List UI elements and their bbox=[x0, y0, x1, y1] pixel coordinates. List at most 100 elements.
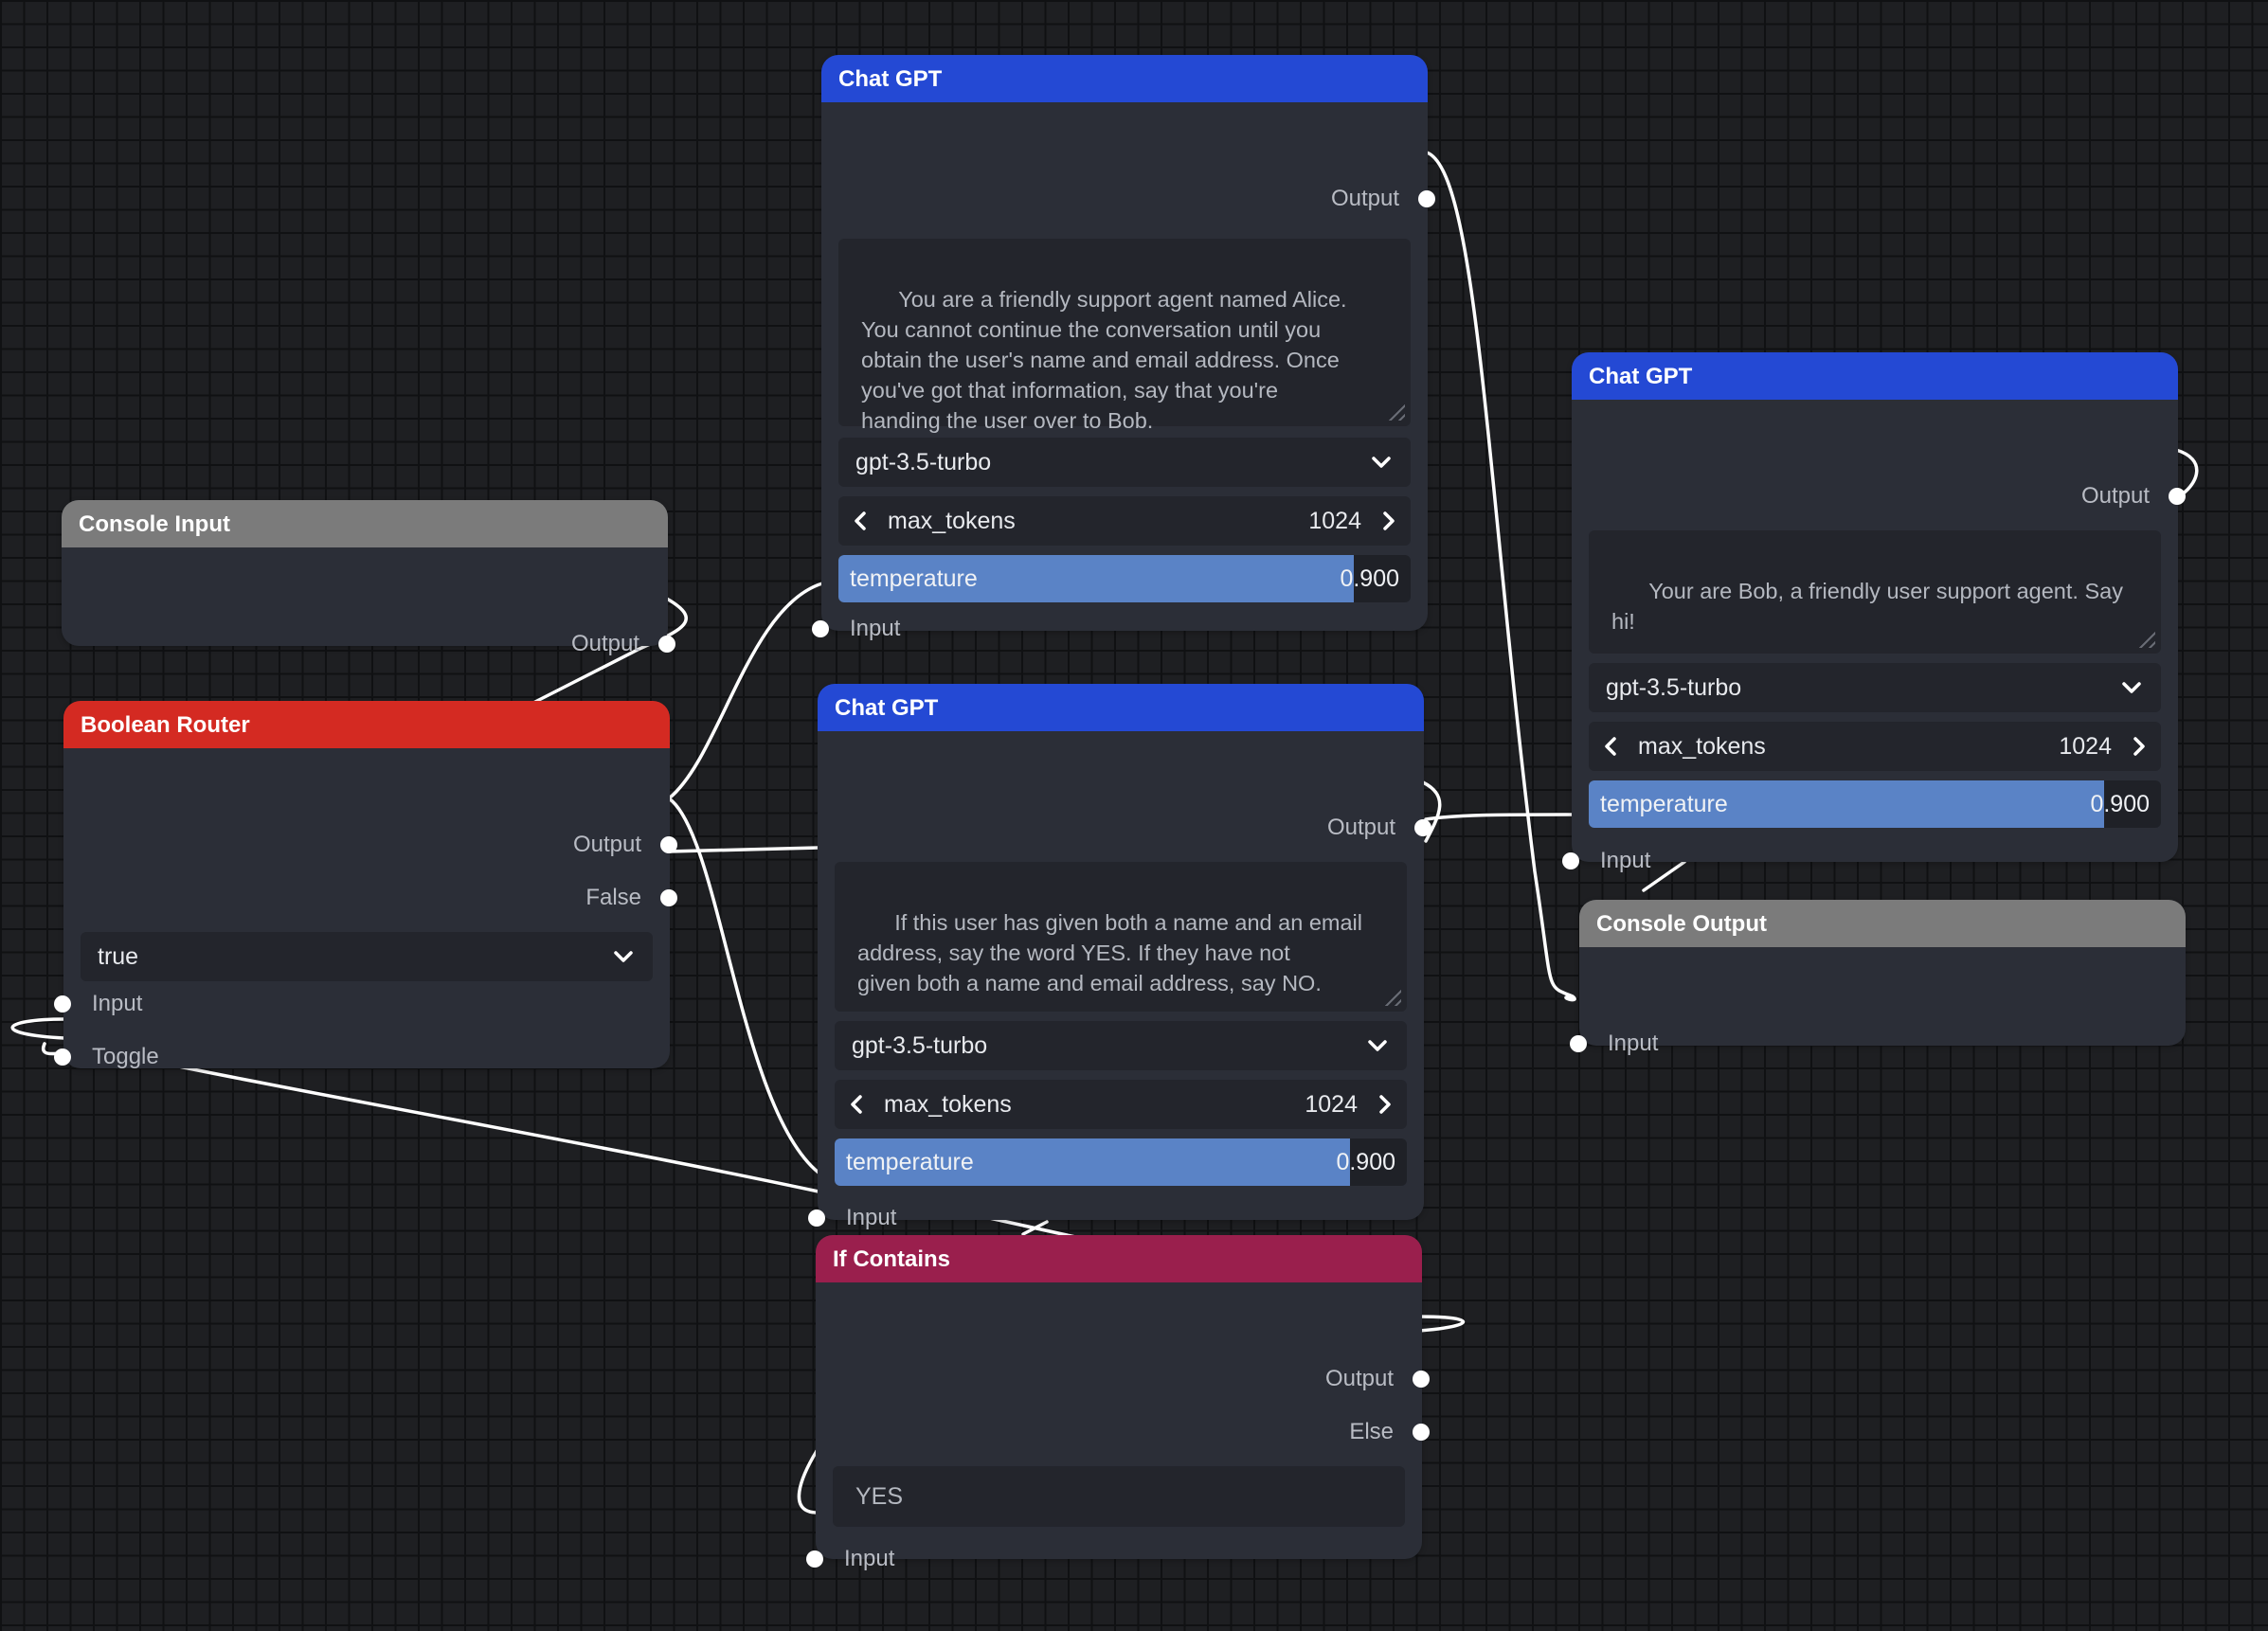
system-prompt-text: You are a friendly support agent named A… bbox=[861, 287, 1347, 433]
node-boolean-router[interactable]: Boolean Router Output False true Input T… bbox=[54, 701, 677, 1069]
wire-router-output-to-alice-input bbox=[667, 582, 824, 800]
output-port[interactable]: Output bbox=[1325, 1360, 1430, 1398]
input-port-label: Input bbox=[1608, 1031, 1659, 1056]
chevron-left-icon[interactable] bbox=[846, 1080, 867, 1146]
node-console-input[interactable]: Console Input Output bbox=[62, 500, 675, 656]
max-tokens-value: 1024 bbox=[1308, 508, 1361, 534]
toggle-port[interactable]: Toggle bbox=[54, 1038, 159, 1076]
max-tokens-stepper[interactable]: max_tokens 1024 bbox=[838, 496, 1411, 546]
input-port[interactable]: Input bbox=[806, 1540, 895, 1578]
chevron-down-icon bbox=[1371, 438, 1392, 504]
output-port-dot[interactable] bbox=[660, 836, 677, 853]
max-tokens-value: 1024 bbox=[1305, 1091, 1358, 1118]
node-header[interactable]: Chat GPT bbox=[1572, 352, 2178, 400]
model-select[interactable]: gpt-3.5-turbo bbox=[1589, 663, 2161, 712]
node-header[interactable]: Console Input bbox=[62, 500, 668, 547]
toggle-port-dot[interactable] bbox=[54, 1048, 71, 1066]
input-port-label: Input bbox=[844, 1546, 895, 1571]
resize-grip-icon[interactable] bbox=[1384, 400, 1405, 421]
resize-grip-icon[interactable] bbox=[1380, 985, 1401, 1006]
false-port-dot[interactable] bbox=[660, 889, 677, 906]
max-tokens-label: max_tokens bbox=[888, 508, 1016, 534]
temperature-value: 0.900 bbox=[1336, 1149, 1395, 1175]
input-port-label: Input bbox=[92, 991, 143, 1016]
temperature-slider[interactable]: temperature 0.900 bbox=[1589, 780, 2161, 828]
input-port[interactable]: Input bbox=[808, 1199, 897, 1237]
chevron-down-icon bbox=[2121, 663, 2142, 729]
temperature-slider[interactable]: temperature 0.900 bbox=[838, 555, 1411, 602]
system-prompt-textarea[interactable]: Your are Bob, a friendly user support ag… bbox=[1589, 530, 2161, 654]
toggle-port-label: Toggle bbox=[92, 1044, 159, 1069]
model-select-value: gpt-3.5-turbo bbox=[1606, 674, 1742, 701]
output-port-label: Output bbox=[1330, 186, 1399, 211]
output-port-dot[interactable] bbox=[658, 636, 675, 653]
output-port[interactable]: Output bbox=[2080, 477, 2186, 515]
input-port-dot[interactable] bbox=[54, 995, 71, 1013]
node-header[interactable]: Chat GPT bbox=[821, 55, 1428, 102]
output-port-dot[interactable] bbox=[1413, 1371, 1430, 1388]
chevron-left-icon[interactable] bbox=[1600, 722, 1621, 788]
max-tokens-stepper[interactable]: max_tokens 1024 bbox=[1589, 722, 2161, 771]
temperature-label: temperature bbox=[846, 1149, 974, 1175]
input-port-label: Input bbox=[846, 1205, 897, 1230]
output-port-dot[interactable] bbox=[1418, 190, 1435, 207]
temperature-slider[interactable]: temperature 0.900 bbox=[835, 1138, 1407, 1186]
input-port[interactable]: Input bbox=[812, 610, 900, 648]
model-select-value: gpt-3.5-turbo bbox=[855, 449, 992, 475]
input-port-dot[interactable] bbox=[1562, 852, 1579, 869]
else-port-dot[interactable] bbox=[1413, 1424, 1430, 1441]
match-text-value: YES bbox=[855, 1483, 904, 1510]
else-port[interactable]: Else bbox=[1349, 1413, 1430, 1451]
node-header[interactable]: If Contains bbox=[816, 1235, 1422, 1282]
output-port[interactable]: Output bbox=[573, 826, 677, 864]
output-port-dot[interactable] bbox=[2169, 488, 2186, 505]
input-port-dot[interactable] bbox=[812, 620, 829, 637]
node-chat-gpt-alice[interactable]: Chat GPT Output You are a friendly suppo… bbox=[812, 55, 1435, 641]
temperature-label: temperature bbox=[850, 565, 978, 592]
input-port-dot[interactable] bbox=[806, 1550, 823, 1568]
chevron-down-icon bbox=[613, 932, 634, 998]
system-prompt-text: If this user has given both a name and a… bbox=[857, 910, 1362, 995]
chevron-right-icon[interactable] bbox=[1375, 1080, 1395, 1146]
input-port[interactable]: Input bbox=[1562, 842, 1650, 880]
temperature-label: temperature bbox=[1600, 791, 1728, 817]
temperature-slider-fill bbox=[1589, 780, 2104, 828]
output-port[interactable]: Output bbox=[1327, 809, 1431, 847]
output-port[interactable]: Output bbox=[570, 625, 675, 663]
input-port[interactable]: Input bbox=[54, 985, 143, 1023]
node-header[interactable]: Console Output bbox=[1579, 900, 2186, 947]
node-chat-gpt-bob[interactable]: Chat GPT Output Your are Bob, a friendly… bbox=[1562, 352, 2186, 873]
output-port-dot[interactable] bbox=[1414, 819, 1431, 836]
else-port-label: Else bbox=[1349, 1419, 1394, 1444]
max-tokens-value: 1024 bbox=[2059, 733, 2112, 760]
model-select[interactable]: gpt-3.5-turbo bbox=[835, 1021, 1407, 1070]
input-port[interactable]: Input bbox=[1570, 1025, 1659, 1063]
node-header[interactable]: Boolean Router bbox=[63, 701, 670, 748]
node-console-output[interactable]: Console Output Input bbox=[1570, 900, 2186, 1056]
input-port-dot[interactable] bbox=[808, 1210, 825, 1227]
false-port[interactable]: False bbox=[585, 879, 677, 917]
temperature-value: 0.900 bbox=[1340, 565, 1399, 592]
resize-grip-icon[interactable] bbox=[2134, 627, 2155, 648]
input-port-dot[interactable] bbox=[1570, 1035, 1587, 1052]
system-prompt-textarea[interactable]: You are a friendly support agent named A… bbox=[838, 239, 1411, 433]
chevron-right-icon[interactable] bbox=[1378, 496, 1399, 563]
node-if-contains[interactable]: If Contains Output Else YES Input bbox=[806, 1235, 1430, 1571]
wire-alice-output-to-console-output bbox=[1425, 151, 1576, 1002]
model-select-value: gpt-3.5-turbo bbox=[852, 1032, 988, 1059]
max-tokens-label: max_tokens bbox=[1638, 733, 1766, 760]
node-chat-gpt-check[interactable]: Chat GPT Output If this user has given b… bbox=[808, 684, 1431, 1230]
chevron-left-icon[interactable] bbox=[850, 496, 871, 563]
chevron-right-icon[interactable] bbox=[2129, 722, 2150, 788]
output-port-label: Output bbox=[2080, 483, 2150, 509]
match-text-input[interactable]: YES bbox=[833, 1466, 1405, 1527]
node-header[interactable]: Chat GPT bbox=[818, 684, 1424, 731]
output-port[interactable]: Output bbox=[1330, 180, 1435, 218]
max-tokens-label: max_tokens bbox=[884, 1091, 1012, 1118]
model-select[interactable]: gpt-3.5-turbo bbox=[838, 438, 1411, 487]
temperature-slider-fill bbox=[835, 1138, 1350, 1186]
boolean-value-select[interactable]: true bbox=[81, 932, 653, 981]
output-port-label: Output bbox=[570, 631, 639, 656]
max-tokens-stepper[interactable]: max_tokens 1024 bbox=[835, 1080, 1407, 1129]
system-prompt-textarea[interactable]: If this user has given both a name and a… bbox=[835, 862, 1407, 1012]
